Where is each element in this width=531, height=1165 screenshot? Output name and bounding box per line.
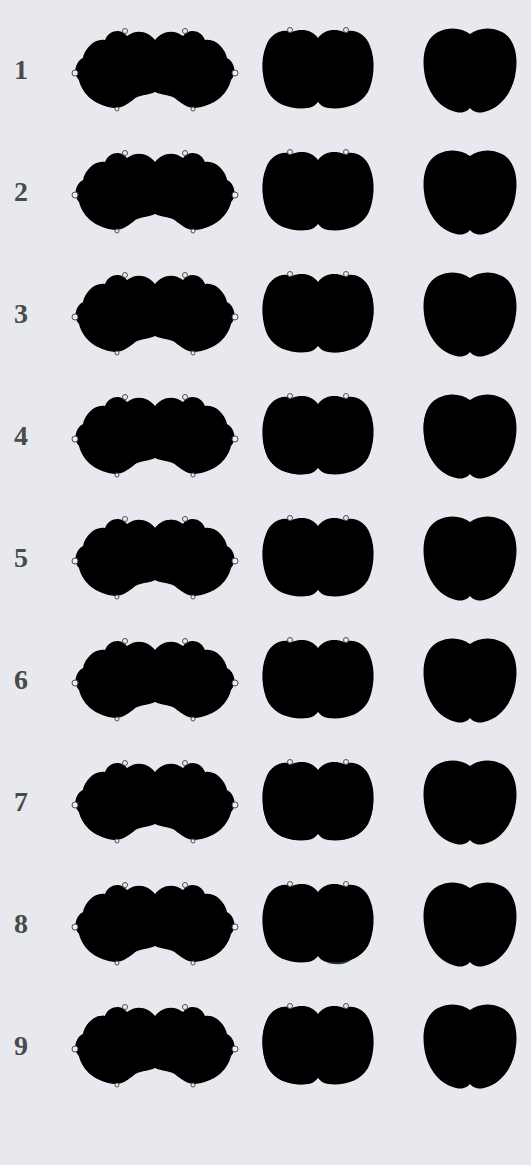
pons-section: [72, 639, 238, 722]
callout-number: 6: [14, 666, 28, 694]
pons-section: [72, 273, 238, 356]
lower-medulla-section: [424, 272, 517, 356]
lower-medulla-section: [424, 28, 517, 112]
lower-medulla-section: [420, 394, 516, 481]
callout-number: 8: [14, 910, 28, 938]
lower-medulla-section: [424, 638, 517, 722]
lower-medulla-section: [424, 882, 517, 966]
upper-medulla-section: [258, 1004, 374, 1092]
callout-number: 2: [14, 178, 28, 206]
pons-section: [72, 395, 238, 478]
upper-medulla-section: [260, 760, 376, 843]
lower-medulla-section: [424, 1004, 517, 1088]
pons-section: [72, 883, 238, 966]
upper-medulla-section: [261, 394, 374, 477]
callout-number: 1: [14, 56, 28, 84]
lower-medulla-section: [424, 516, 517, 600]
callout-number: 4: [14, 422, 28, 450]
callout-number: 5: [14, 544, 28, 572]
lower-medulla-section: [424, 760, 517, 844]
upper-medulla-section: [262, 269, 378, 359]
pons-section: [69, 761, 238, 845]
upper-medulla-section: [262, 638, 373, 719]
pons-section: [72, 1005, 238, 1093]
callout-number: 3: [14, 300, 28, 328]
pons-section: [72, 151, 240, 235]
pons-section: [72, 513, 238, 599]
upper-medulla-section: [262, 882, 379, 972]
lower-medulla-section: [424, 150, 517, 234]
upper-medulla-section: [262, 28, 373, 109]
callout-number: 7: [14, 788, 28, 816]
upper-medulla-section: [262, 516, 373, 597]
callout-number: 9: [14, 1032, 28, 1060]
pons-section: [70, 29, 238, 116]
upper-medulla-section: [262, 150, 373, 231]
